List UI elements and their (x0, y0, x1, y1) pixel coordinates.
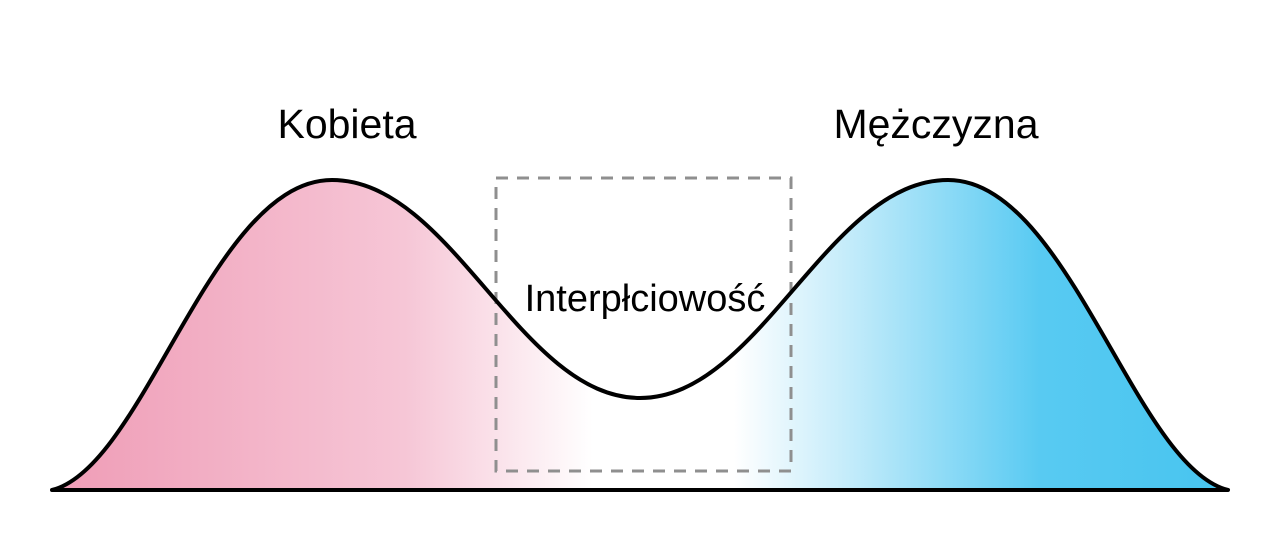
bimodal-curve-outline (50, 178, 1230, 492)
label-kobieta: Kobieta (277, 101, 416, 147)
distribution-fill-area (52, 180, 1228, 490)
label-interplciowosc: Interpłciowość (525, 278, 766, 320)
label-mezczyzna: Mężczyzna (833, 101, 1038, 147)
intersex-region-box (494, 176, 793, 473)
